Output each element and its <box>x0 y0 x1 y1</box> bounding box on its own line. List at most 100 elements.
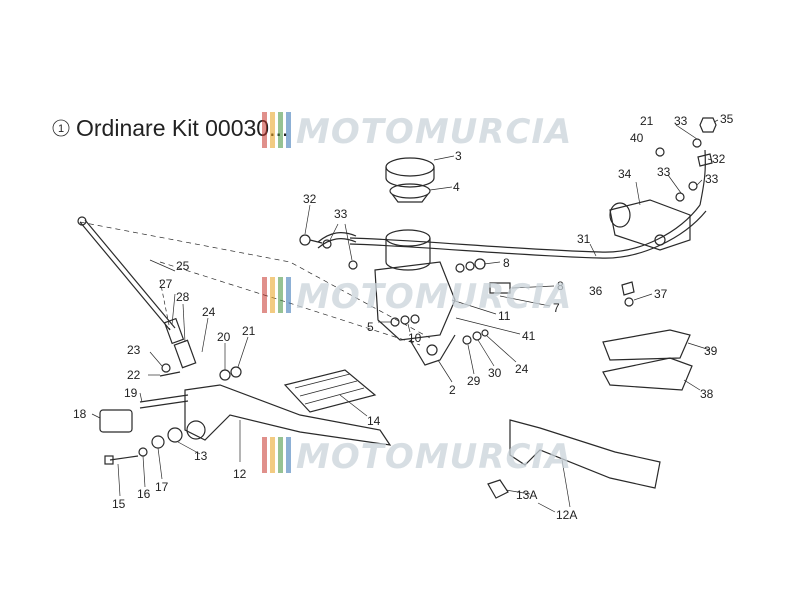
rod-upper <box>79 221 171 331</box>
bolt-36 <box>621 281 635 296</box>
watermark-stripe <box>278 437 283 473</box>
reservoir-top <box>385 229 431 247</box>
nut-23 <box>161 363 171 373</box>
leader-41 <box>455 317 521 335</box>
leader-19 <box>139 392 143 403</box>
leader-29 <box>467 344 475 375</box>
watermark-stripe <box>262 112 267 148</box>
label-8a: 8 <box>503 256 510 270</box>
label-15: 15 <box>112 497 126 511</box>
washer-16 <box>138 447 148 457</box>
brake-hose-31 <box>349 204 701 253</box>
brake-pad-38 <box>602 357 693 391</box>
leader-24a <box>201 317 209 353</box>
washer-8a <box>455 263 465 273</box>
label-30: 30 <box>488 366 502 380</box>
watermark-top: MOTOMURCIA <box>262 112 572 152</box>
watermark-stripes-icon <box>262 277 291 313</box>
label-2: 2 <box>449 383 456 397</box>
leader-4 <box>429 186 453 191</box>
label-11: 11 <box>498 309 511 323</box>
label-32a: 32 <box>303 192 317 206</box>
watermark-stripe <box>270 277 275 313</box>
master-cylinder-mount-2 <box>409 334 456 366</box>
label-18: 18 <box>73 407 87 421</box>
washer-33a <box>322 239 332 249</box>
leader-17 <box>157 447 163 480</box>
washer-33-mid <box>675 192 685 202</box>
label-25: 25 <box>176 259 190 273</box>
washer-8b <box>465 261 475 271</box>
leader-7 <box>499 295 551 307</box>
leader-32a <box>304 204 311 235</box>
leader-31 <box>589 243 597 257</box>
label-21b: 21 <box>640 114 654 128</box>
diaphragm-lower <box>391 193 429 203</box>
brake-pedal-assembly <box>99 363 392 465</box>
leader-34 <box>635 181 641 206</box>
label-20: 20 <box>217 330 231 344</box>
washer-29 <box>462 335 472 345</box>
washer-21 <box>655 147 665 157</box>
pivot-pin-19 <box>139 394 189 403</box>
leader-3 <box>433 155 455 161</box>
pedal-pad-14 <box>283 369 377 413</box>
leader-13a <box>505 489 531 495</box>
bolt-32-shank <box>309 239 323 244</box>
pedal-12a-assembly <box>487 419 661 499</box>
label-35: 35 <box>720 112 734 126</box>
label-24a: 24 <box>202 305 216 319</box>
leader-12a-2 <box>561 459 571 508</box>
label-39: 39 <box>704 344 718 358</box>
label-23: 23 <box>127 343 141 357</box>
pad-ridge-2 <box>299 380 358 397</box>
brake-lines <box>317 149 707 259</box>
rod-clevis <box>163 317 185 345</box>
label-41: 41 <box>522 329 536 343</box>
part-labels: 3 4 32 33 25 27 28 24 8 8 7 11 41 5 10 2… <box>73 112 734 522</box>
label-24b: 24 <box>515 362 529 376</box>
watermark-text: MOTOMURCIA <box>296 277 572 317</box>
clevis-28 <box>173 339 197 369</box>
rod-end-eye <box>77 216 87 226</box>
watermark-bottom: MOTOMURCIA <box>262 437 571 477</box>
bushing-13b <box>167 427 183 443</box>
leader-33c <box>667 174 682 194</box>
brake-hose-31-outer <box>349 210 707 259</box>
label-22: 22 <box>127 368 141 382</box>
watermark-text: MOTOMURCIA <box>296 112 572 152</box>
leader-13 <box>177 441 201 455</box>
leader-33d <box>696 179 703 186</box>
label-3: 3 <box>455 149 462 163</box>
label-29: 29 <box>467 374 481 388</box>
leader-15 <box>117 463 121 497</box>
leader-25 <box>149 259 176 272</box>
watermark-stripe <box>278 277 283 313</box>
caliper-assembly <box>602 117 717 391</box>
label-33b: 33 <box>674 114 688 128</box>
leader-39 <box>687 342 711 351</box>
leader-8b <box>511 285 555 289</box>
label-38: 38 <box>700 387 714 401</box>
diagram-title: 1 Ordinare Kit 00030... <box>52 115 288 141</box>
washer-33-top <box>692 138 702 148</box>
label-33c: 33 <box>657 165 671 179</box>
leader-33b <box>344 223 353 261</box>
leader-30 <box>477 339 495 367</box>
brake-pad-39 <box>602 329 691 361</box>
washer-17 <box>151 435 165 449</box>
label-31: 31 <box>577 232 591 246</box>
bolt-22 <box>159 371 181 377</box>
label-34: 34 <box>618 167 632 181</box>
label-16: 16 <box>137 487 151 501</box>
watermark-stripe <box>270 112 275 148</box>
leader-35 <box>713 119 719 123</box>
label-33d: 33 <box>705 172 719 186</box>
leader-16 <box>142 455 146 488</box>
nut-8 <box>474 258 486 270</box>
bushing-13a-pedal <box>487 479 509 499</box>
leader-33b-r <box>675 124 698 140</box>
label-12: 12 <box>233 467 247 481</box>
caliper-bleeder <box>654 234 666 246</box>
